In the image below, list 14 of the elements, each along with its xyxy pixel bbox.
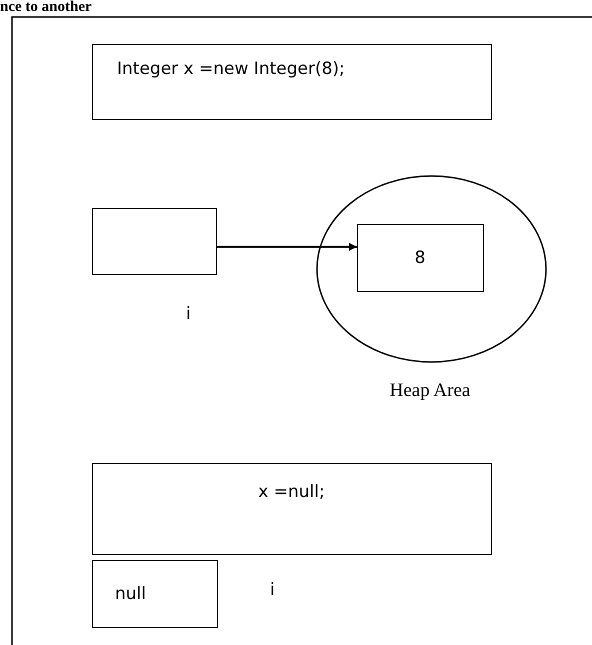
arrow <box>217 242 357 251</box>
variable-name: i <box>186 304 191 324</box>
code-text: Integer x =new Integer(8); <box>117 59 345 79</box>
code-box <box>92 463 492 555</box>
value-box <box>357 224 484 292</box>
heading-text: nce to another <box>0 0 92 15</box>
code-text: 8 <box>414 248 426 268</box>
code-box <box>92 44 492 120</box>
variable-box <box>92 560 218 628</box>
variable-box <box>92 208 217 275</box>
variable-name: i <box>270 580 275 600</box>
area-label: Heap Area <box>390 380 470 402</box>
code-text: x =null; <box>258 482 325 502</box>
code-text: null <box>115 584 146 604</box>
